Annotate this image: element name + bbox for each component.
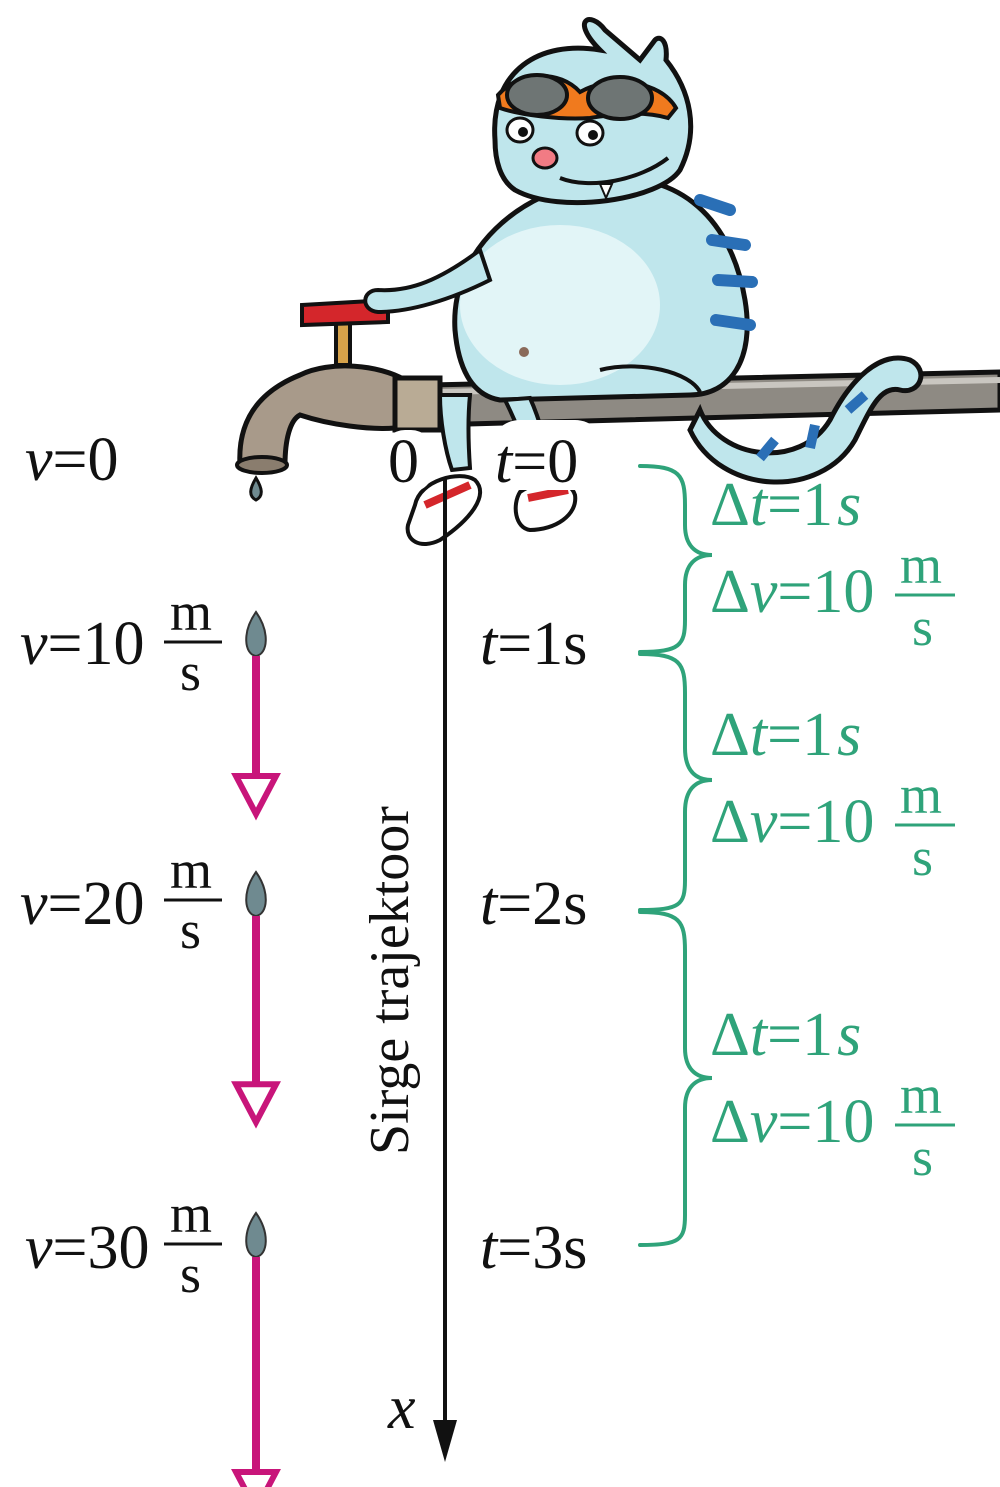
- velocity-state: v=20 m s: [20, 840, 222, 960]
- svg-text:Δt=1s: Δt=1s: [710, 471, 861, 539]
- svg-text:v=10: v=10: [20, 610, 145, 678]
- svg-text:Δv=10: Δv=10: [710, 788, 874, 856]
- time-labels: t=0 t=1s t=2s t=3s: [480, 420, 605, 1282]
- dt-value: =1: [767, 471, 833, 539]
- t-value: =1s: [497, 610, 587, 678]
- dt-value: =1: [767, 1001, 833, 1069]
- dv-unit-numerator: m: [900, 765, 942, 825]
- interval-label: Δt=1s Δv=10 m s: [710, 701, 955, 887]
- dv-symbol: v: [750, 558, 778, 626]
- water-drop-icon: [245, 610, 267, 658]
- v-symbol: v: [25, 426, 53, 494]
- dv-delta: Δ: [710, 788, 750, 856]
- t-value: =2s: [497, 870, 587, 938]
- dt-value: =1: [767, 701, 833, 769]
- dv-symbol: v: [750, 1088, 778, 1156]
- dt-unit: s: [837, 1001, 861, 1069]
- svg-text:Δt=1s: Δt=1s: [710, 1001, 861, 1069]
- dt-delta: Δ: [710, 471, 750, 539]
- t-symbol: t: [495, 428, 514, 496]
- dv-delta: Δ: [710, 558, 750, 626]
- water-drop-icon: [245, 1211, 267, 1259]
- v-value: =10: [48, 610, 145, 678]
- velocity-states: v=0 v=10 m s v=20 m s v=30 m: [20, 426, 222, 1304]
- dt-symbol: t: [750, 1001, 769, 1069]
- t-value: =3s: [497, 1214, 587, 1282]
- dv-value: =10: [777, 788, 874, 856]
- v-value: =30: [53, 1214, 150, 1282]
- dv-unit-numerator: m: [900, 1065, 942, 1125]
- dt-symbol: t: [750, 471, 769, 539]
- interval-label: Δt=1s Δv=10 m s: [710, 1001, 955, 1187]
- unit-numerator: m: [170, 582, 212, 642]
- dv-unit-numerator: m: [900, 535, 942, 595]
- svg-text:v=0: v=0: [25, 426, 119, 494]
- v-value: =20: [48, 870, 145, 938]
- t-symbol: t: [480, 1214, 499, 1282]
- dv-value: =10: [777, 1088, 874, 1156]
- dv-delta: Δ: [710, 1088, 750, 1156]
- velocity-arrows: [231, 610, 281, 1487]
- dt-delta: Δ: [710, 701, 750, 769]
- interval-brace: [638, 652, 713, 912]
- t-symbol: t: [480, 610, 499, 678]
- dv-unit-denominator: s: [912, 597, 933, 657]
- water-drop-icon: [249, 475, 263, 502]
- v-symbol: v: [20, 870, 48, 938]
- unit-denominator: s: [180, 900, 201, 960]
- interval-brace: [638, 464, 713, 654]
- time-label: t=3s: [480, 1214, 587, 1282]
- velocity-arrow-icon: [231, 1081, 281, 1129]
- origin-label: 0: [388, 428, 419, 496]
- trajectory-label: Sirge trajektoor: [359, 806, 421, 1155]
- water-drop-icon: [245, 870, 267, 918]
- velocity-state: v=30 m s: [25, 1184, 222, 1304]
- velocity-arrow-icon: [231, 1469, 281, 1487]
- velocity-state: v=0: [25, 426, 119, 494]
- interval-brace: [638, 910, 713, 1247]
- velocity-state: v=10 m s: [20, 582, 222, 702]
- dv-unit-denominator: s: [912, 827, 933, 887]
- axis-label-x: x: [387, 1374, 416, 1442]
- unit-numerator: m: [170, 1184, 212, 1244]
- dv-symbol: v: [750, 788, 778, 856]
- svg-text:Δv=10: Δv=10: [710, 1088, 874, 1156]
- svg-text:Δt=1s: Δt=1s: [710, 701, 861, 769]
- dt-delta: Δ: [710, 1001, 750, 1069]
- time-label: t=1s: [480, 610, 587, 678]
- cat-illustration-icon: [363, 17, 924, 546]
- svg-text:Δv=10: Δv=10: [710, 558, 874, 626]
- velocity-arrow-icon: [231, 773, 281, 821]
- t-symbol: t: [480, 870, 499, 938]
- interval-label: Δt=1s Δv=10 m s: [710, 471, 955, 657]
- svg-text:v=30: v=30: [25, 1214, 150, 1282]
- v-symbol: v: [20, 610, 48, 678]
- dv-unit-denominator: s: [912, 1127, 933, 1187]
- unit-numerator: m: [170, 840, 212, 900]
- t-value: =0: [512, 428, 578, 496]
- unit-denominator: s: [180, 1244, 201, 1304]
- dt-symbol: t: [750, 701, 769, 769]
- dt-unit: s: [837, 701, 861, 769]
- interval-braces: [638, 464, 713, 1247]
- time-label: t=2s: [480, 870, 587, 938]
- dt-unit: s: [837, 471, 861, 539]
- unit-denominator: s: [180, 642, 201, 702]
- v-value: =0: [53, 426, 119, 494]
- svg-text:v=20: v=20: [20, 870, 145, 938]
- v-symbol: v: [25, 1214, 53, 1282]
- time-label: t=0: [495, 428, 578, 496]
- dv-value: =10: [777, 558, 874, 626]
- trajectory-axis: [433, 478, 457, 1462]
- interval-labels: Δt=1s Δv=10 m s Δt=1s Δv=10 m s Δt=1s: [710, 471, 955, 1187]
